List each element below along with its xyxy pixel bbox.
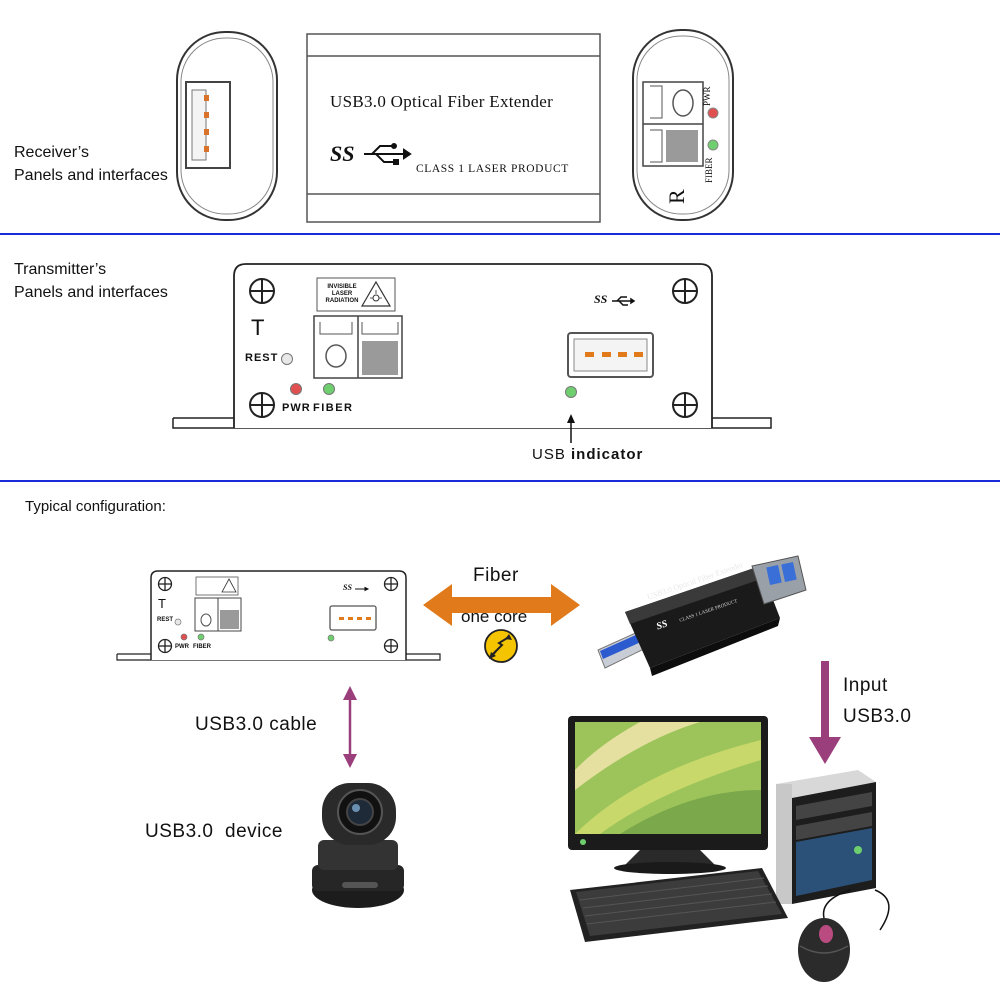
transmitter-rest-label: REST xyxy=(245,352,279,364)
receiver-caption-line1: Receiver’s xyxy=(14,144,89,161)
screw-icon xyxy=(672,392,698,418)
configuration-title: Typical configuration: xyxy=(25,498,166,515)
transmitter-caption-line2: Panels and interfaces xyxy=(14,284,168,301)
transmitter-rest-led xyxy=(281,353,293,365)
config-small-t: T xyxy=(158,596,166,611)
receiver-caption-line2: Panels and interfaces xyxy=(14,167,168,184)
config-small-ss-logo: SS xyxy=(343,583,352,592)
screw-icon xyxy=(249,278,275,304)
config-small-pwr: PWR xyxy=(175,644,189,650)
usb-indicator-label: USB indicator xyxy=(532,446,643,463)
section-divider-1 xyxy=(0,233,1000,235)
transmitter-side-letter: T xyxy=(251,315,265,340)
usb-indicator-label-plain: USB xyxy=(532,446,566,463)
usb-cable-label: USB3.0 cable xyxy=(195,714,318,735)
screw-icon xyxy=(672,278,698,304)
input-label-line2: USB3.0 xyxy=(843,706,912,727)
laser-warning-text: INVISIBLE LASER RADIATION xyxy=(325,284,359,304)
transmitter-pwr-led xyxy=(290,383,302,395)
fiber-label: Fiber xyxy=(473,565,519,586)
config-small-rest: REST xyxy=(157,617,174,623)
receiver-module-title: USB3.0 Optical Fiber Extender xyxy=(330,92,554,111)
receiver-caption: Receiver’s Panels and interfaces xyxy=(14,141,168,187)
usb-trident-icon xyxy=(612,296,636,306)
receiver-fiber-led xyxy=(707,139,719,151)
usb-device-label: USB3.0 device xyxy=(145,821,283,842)
laser-warning-icon xyxy=(360,280,392,307)
usb-trident-icon xyxy=(364,143,412,165)
transmitter-caption-line1: Transmitter’s xyxy=(14,261,107,278)
transmitter-pwr-label: PWR xyxy=(282,402,311,414)
input-label: Input USB3.0 xyxy=(843,670,911,732)
input-label-line1: Input xyxy=(843,675,888,696)
screw-icon xyxy=(249,392,275,418)
receiver-ss-logo: SS xyxy=(330,141,355,166)
transmitter-fiber-led xyxy=(323,383,335,395)
transmitter-fiber-label: FIBER xyxy=(313,402,354,414)
transmitter-caption: Transmitter’s Panels and interfaces xyxy=(14,258,168,304)
config-small-fiber: FIBER xyxy=(193,644,211,650)
one-core-label: one core xyxy=(461,607,528,626)
receiver-pwr-led xyxy=(707,107,719,119)
transmitter-usb-led xyxy=(565,386,577,398)
section-divider-2 xyxy=(0,480,1000,482)
usb-indicator-label-bold: indicator xyxy=(571,446,644,463)
receiver-laser-class: CLASS 1 LASER PRODUCT xyxy=(416,163,569,175)
transmitter-ss-logo: SS xyxy=(594,292,608,306)
